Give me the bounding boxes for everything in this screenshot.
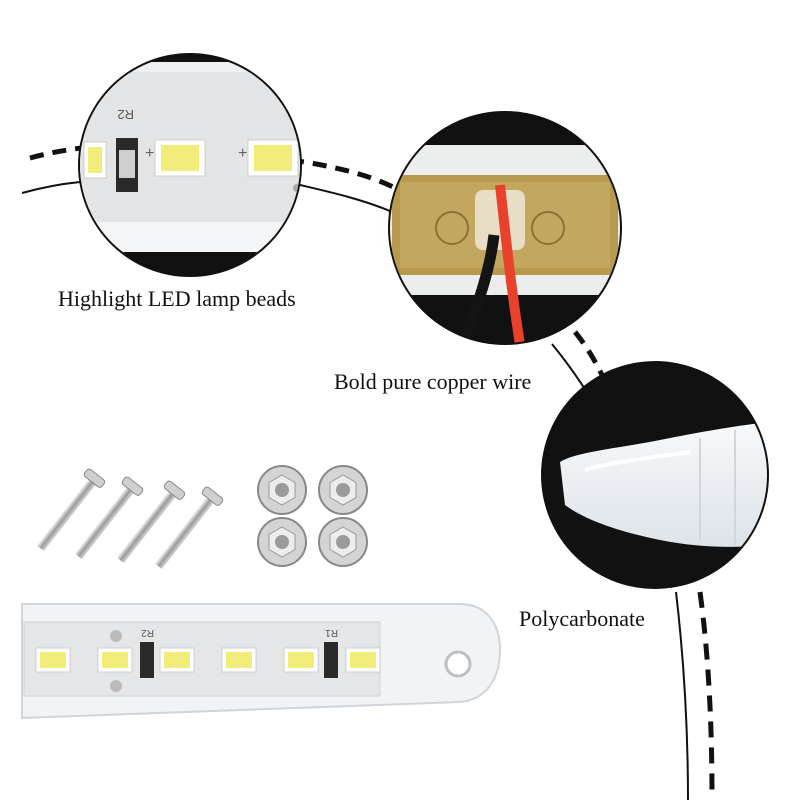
zoom-polycarbonate [541,361,769,589]
pcb-label-r2: R2 [117,107,134,122]
nuts [257,465,368,567]
pcb-label-r1-strip: R1 [325,627,338,638]
zoom-copper-wire [388,111,622,345]
connector-lines [21,143,715,800]
screws [36,468,224,570]
svg-text:+: + [238,145,247,162]
caption-copper-wire: Bold pure copper wire [334,369,532,394]
zoom-led-beads: R2 + + [78,53,302,277]
pcb-label-r2-strip: R2 [141,627,154,638]
caption-polycarbonate: Polycarbonate [519,606,645,631]
led-strip: R2 R1 [21,603,502,720]
svg-text:+: + [145,145,154,162]
caption-led-beads: Highlight LED lamp beads [58,286,296,311]
